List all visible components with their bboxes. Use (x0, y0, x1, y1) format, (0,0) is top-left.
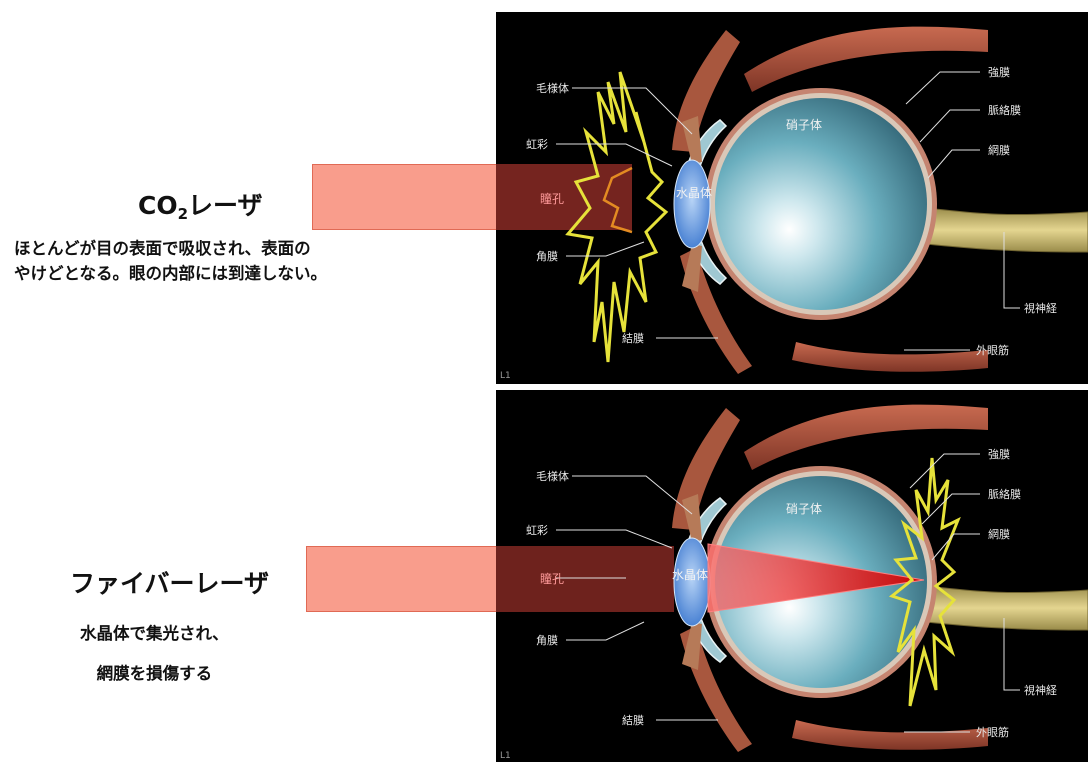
optic-nerve (925, 207, 1088, 253)
label-extraocular-muscle: 外眼筋 (976, 726, 1009, 739)
label-optic-nerve: 視神経 (1024, 302, 1057, 315)
label-sclera: 強膜 (988, 448, 1010, 461)
optic-nerve (925, 585, 1088, 631)
burst-retina (888, 457, 961, 707)
extraocular-muscle-top (744, 26, 988, 92)
label-cornea: 角膜 (536, 634, 558, 647)
iris-top (682, 494, 702, 542)
label-ciliary-body: 毛様体 (536, 470, 569, 483)
iris-bottom (682, 622, 702, 670)
burst-cornea (565, 71, 669, 363)
corner-tag: L1 (500, 371, 511, 381)
label-iris: 虹彩 (526, 138, 548, 151)
label-sclera: 強膜 (988, 66, 1010, 79)
co2-laser-description: ほとんどが目の表面で吸収され、表面の やけどとなる。眼の内部には到達しない。 (14, 239, 328, 283)
co2-laser-title: CO2レーザ (138, 191, 263, 223)
beam-inside-cornea (496, 164, 632, 230)
label-choroid: 脈絡膜 (988, 488, 1021, 501)
co2-laser-beam (312, 164, 498, 230)
label-pupil: 瞳孔 (540, 572, 565, 586)
label-lens: 水晶体 (676, 186, 713, 200)
lens (673, 159, 711, 249)
label-conjunctiva: 結膜 (622, 332, 644, 345)
leader-lines (556, 453, 1020, 733)
fiber-laser-description: 水晶体で集光され、 網膜を損傷する (80, 624, 229, 683)
extraocular-muscle-bottom (792, 720, 988, 750)
label-retina: 網膜 (988, 144, 1010, 157)
extraocular-muscle-top (744, 404, 988, 470)
eye-diagram-fiber: L1 毛様体 虹彩 瞳孔 角膜 結膜 水晶体 硝子体 強膜 脈絡膜 網膜 視神経… (496, 390, 1088, 762)
fiber-laser-title: ファイバーレーザ (70, 569, 270, 598)
label-vitreous: 硝子体 (786, 502, 823, 516)
label-cornea: 角膜 (536, 250, 558, 263)
label-conjunctiva: 結膜 (622, 714, 644, 727)
fiber-laser-beam (306, 546, 498, 612)
iris-bottom (682, 244, 702, 292)
burst-edge-cornea (602, 166, 633, 234)
iris-top (682, 116, 702, 164)
label-optic-nerve: 視神経 (1024, 684, 1057, 697)
label-pupil: 瞳孔 (540, 192, 565, 206)
extraocular-muscle-bottom (792, 342, 988, 372)
label-retina: 網膜 (988, 528, 1010, 541)
label-extraocular-muscle: 外眼筋 (976, 344, 1009, 357)
focus-cone (707, 543, 925, 613)
label-lens: 水晶体 (672, 568, 709, 582)
eyeball (715, 98, 927, 310)
beam-through-cornea (496, 546, 674, 612)
label-choroid: 脈絡膜 (988, 104, 1021, 117)
label-ciliary-body: 毛様体 (536, 82, 569, 95)
corner-tag: L1 (500, 751, 511, 761)
eye-anatomy-svg: L1 (496, 26, 1088, 381)
leader-lines (556, 71, 1020, 351)
eye-anatomy-svg-2: L1 (496, 404, 1088, 761)
label-iris: 虹彩 (526, 524, 548, 537)
label-vitreous: 硝子体 (786, 118, 823, 132)
eye-diagram-co2: L1 毛様体 虹彩 瞳孔 角膜 結膜 水晶体 硝子体 強膜 脈絡膜 網膜 視神経… (496, 12, 1088, 384)
